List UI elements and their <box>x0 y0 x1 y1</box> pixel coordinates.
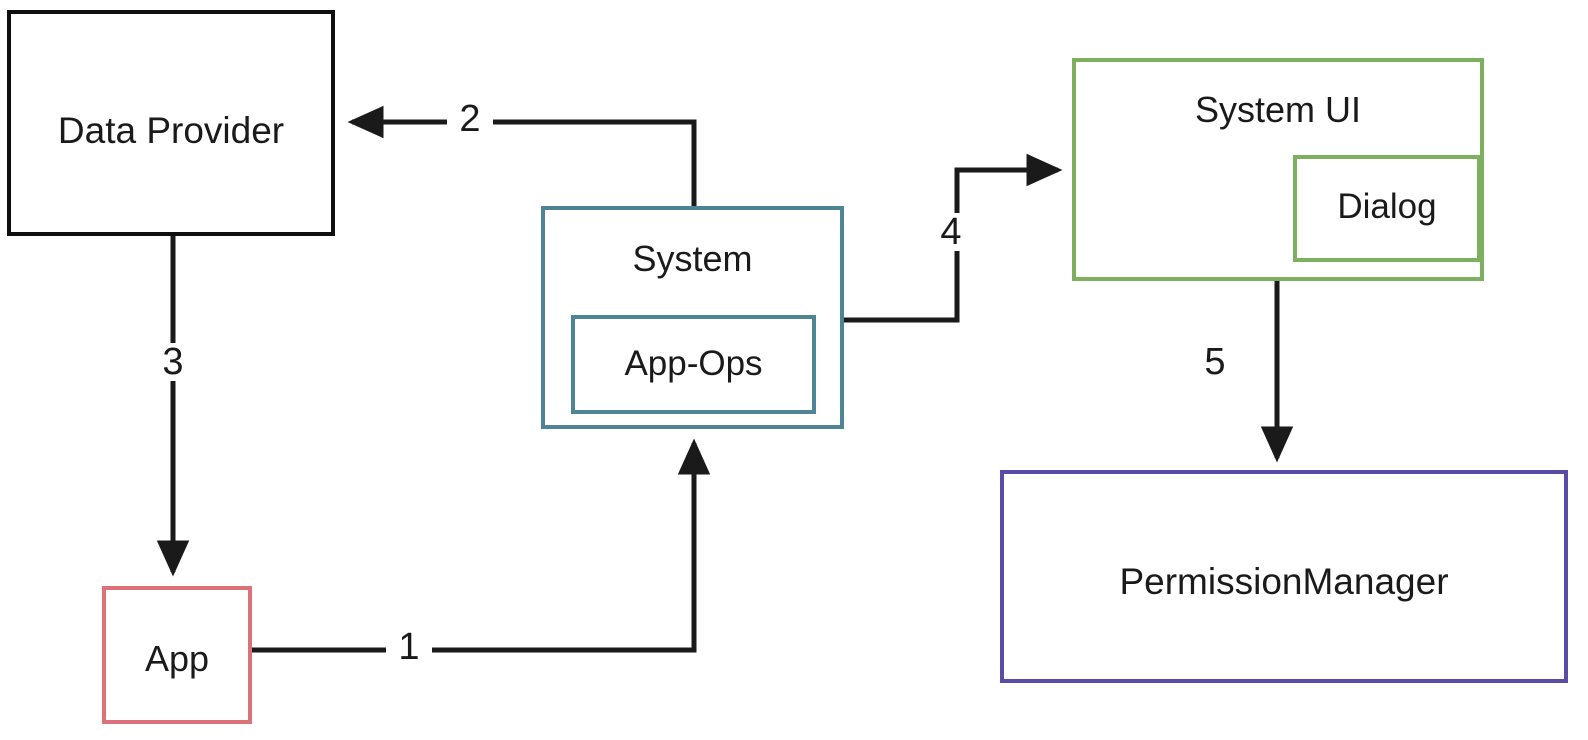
node-system-ui-label: System UI <box>1194 89 1362 130</box>
node-dialog-label: Dialog <box>1337 187 1437 226</box>
node-app-ops[interactable]: App-Ops <box>571 315 816 414</box>
node-app-ops-label: App-Ops <box>624 344 763 383</box>
node-dialog[interactable]: Dialog <box>1293 155 1481 262</box>
edge-label-2: 2 <box>447 100 493 138</box>
node-data-provider[interactable]: Data Provider <box>7 10 335 236</box>
node-permission-manager-label: PermissionManager <box>1119 561 1449 602</box>
edge-label-3: 3 <box>150 343 196 381</box>
node-data-provider-label: Data Provider <box>57 110 285 151</box>
node-permission-manager[interactable]: PermissionManager <box>1000 470 1568 683</box>
edge-label-4: 4 <box>928 213 974 251</box>
node-app-label: App <box>144 638 210 679</box>
node-system-label: System <box>632 238 753 279</box>
edge-1-connector <box>252 438 711 653</box>
node-system[interactable]: System App-Ops <box>541 206 844 429</box>
node-system-ui[interactable]: System UI Dialog <box>1072 58 1484 281</box>
node-app[interactable]: App <box>102 586 252 724</box>
edge-label-1: 1 <box>386 628 432 666</box>
edge-2-connector <box>347 105 697 206</box>
edge-label-5: 5 <box>1192 343 1238 381</box>
